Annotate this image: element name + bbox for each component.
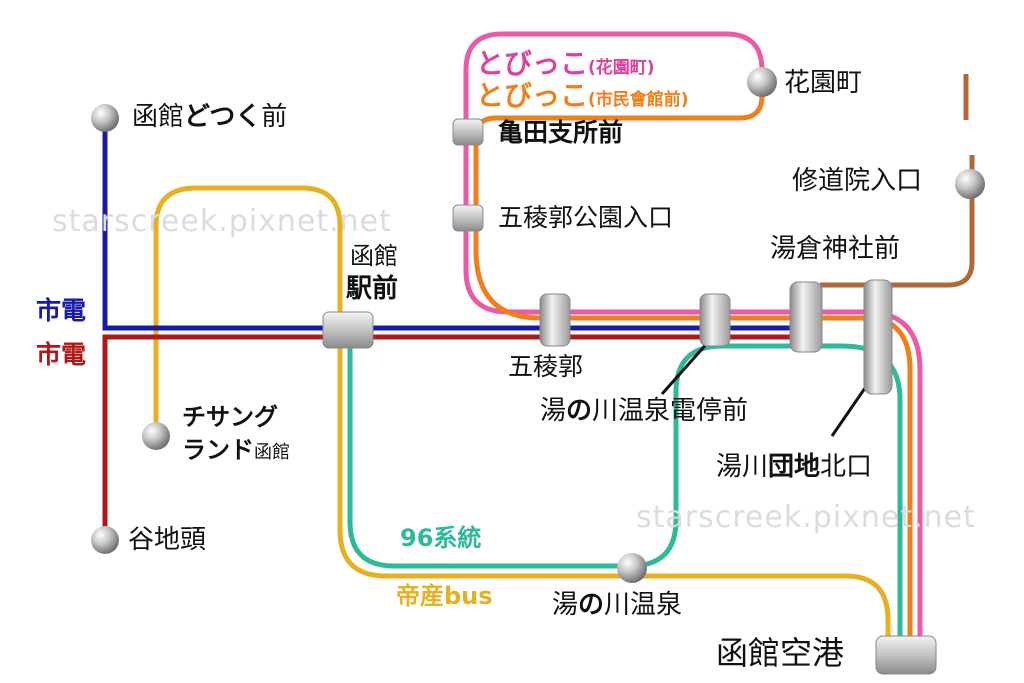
label-yunokawa-onsen: 湯の川温泉 <box>552 592 682 618</box>
shudoin-line <box>820 74 975 288</box>
label-kameda: 亀田支所前 <box>498 118 624 147</box>
label-yukawa-danchi-a: 湯川 <box>716 452 769 482</box>
teisan-bus-line <box>153 185 891 650</box>
legend-tobikko-shimin-name: とびっこ <box>476 79 589 112</box>
label-goryokaku: 五稜郭 <box>508 352 584 381</box>
station-ball-dotsuku <box>91 104 119 132</box>
label-yunokura: 湯倉神社前 <box>770 234 901 264</box>
label-chisangu-2: ランド函館 <box>182 438 290 462</box>
label-yunokawa-tram-c: 川温泉電停前 <box>592 396 749 426</box>
label-yunokawa-tram: 湯の川温泉電停前 <box>540 398 748 424</box>
legend-tobikko-hanazono-sub: (花園町) <box>588 58 655 78</box>
station-box-hakodate-eki <box>322 311 374 349</box>
label-yunokawa-onsen-b: の <box>578 590 605 620</box>
label-hakodate-eki-2: 駅前 <box>346 274 399 304</box>
label-airport: 函館空港 <box>716 634 845 672</box>
station-box-yunokawa-tram <box>699 293 731 347</box>
label-yachigashira: 谷地頭 <box>128 525 207 555</box>
tram-blue-line <box>102 118 810 331</box>
label-shudoin: 修道院入口 <box>792 166 923 196</box>
station-box-goryokaku <box>539 293 571 347</box>
legend-tobikko-shimin-sub: (市民會館前) <box>588 90 689 110</box>
station-ball-yachigashira <box>91 526 119 554</box>
label-yukawa-danchi: 湯川団地北口 <box>716 454 872 480</box>
station-box-yunokura <box>789 281 823 353</box>
label-dotsuku-c: 前 <box>261 102 288 132</box>
label-yunokawa-onsen-c: 川温泉 <box>604 590 683 620</box>
label-yunokawa-tram-a: 湯 <box>540 396 567 426</box>
station-box-goryokaku-koen <box>452 204 484 232</box>
station-box-yukawa-danchi <box>863 279 893 395</box>
legend-tobikko-shimin: とびっこ(市民會館前) <box>476 82 689 110</box>
station-ball-chisangu <box>142 422 170 450</box>
station-ball-yunokawa-onsen <box>617 553 647 583</box>
tobikko-hanazono-line <box>463 31 923 650</box>
label-dotsuku-a: 函館 <box>132 102 185 132</box>
label-chisangu-1: チサング <box>182 403 278 431</box>
station-ball-hanazono <box>747 67 777 97</box>
label-chisangu-2b: 函館 <box>254 442 290 463</box>
label-yunokawa-onsen-a: 湯 <box>552 590 579 620</box>
label-yunokawa-tram-b: の <box>566 396 593 426</box>
label-chisangu-2a: ランド <box>182 436 254 464</box>
legend-tobikko-hanazono-name: とびっこ <box>476 47 589 80</box>
legend-teisan-bus: 帝産bus <box>396 582 493 610</box>
tram-red-line <box>102 334 810 540</box>
label-hanazonocho: 花園町 <box>784 68 863 98</box>
label-goryokaku-koen: 五稜郭公園入口 <box>498 203 674 232</box>
label-dotsuku-b: どつく <box>184 102 262 132</box>
watermark-2: starscreek.pixnet.net <box>636 500 976 535</box>
legend-tram-red: 市電 <box>36 340 87 369</box>
label-dotsuku: 函館どつく前 <box>132 104 287 130</box>
station-box-airport <box>875 635 937 675</box>
station-box-kameda <box>452 118 484 146</box>
label-hakodate-eki-1: 函館 <box>350 242 398 270</box>
legend-tram-blue: 市電 <box>36 296 87 325</box>
pointer-yunokawa-tram <box>660 339 712 395</box>
label-yukawa-danchi-b: 団地 <box>768 452 821 482</box>
legend-tobikko-hanazono: とびっこ(花園町) <box>476 50 655 78</box>
label-yukawa-danchi-c: 北口 <box>820 452 873 482</box>
legend-route96: 96系統 <box>400 524 482 552</box>
watermark-1: starscreek.pixnet.net <box>52 204 392 239</box>
station-ball-shudoin <box>955 169 985 199</box>
